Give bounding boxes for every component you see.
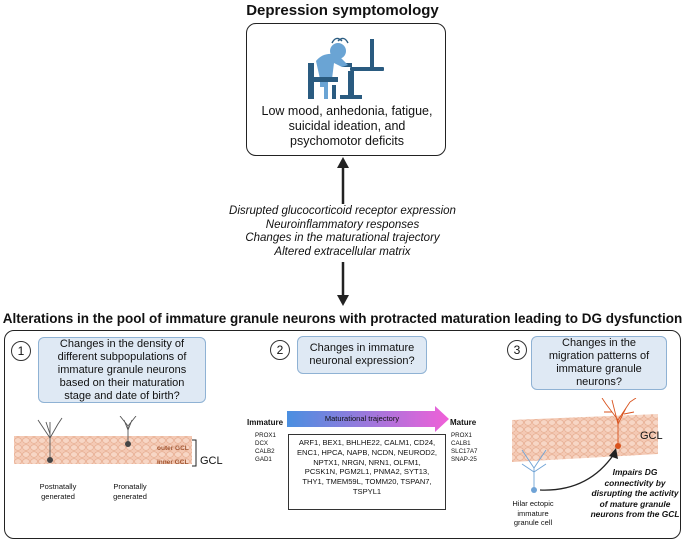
mature-label: Mature: [450, 418, 477, 427]
mature-granule-neuron: [601, 398, 637, 446]
top-title: Depression symptomology: [246, 2, 439, 19]
gene-line: THY1, TMEM59L, TOMM20, TSPAN7,: [302, 477, 432, 487]
marker: PROX1: [451, 432, 472, 439]
gcl-band-illustration: [14, 416, 197, 467]
inner-gcl-label: inner GCL: [157, 459, 189, 466]
panel1-question-text: Changes in the density of different subp…: [57, 337, 187, 402]
gene-line: ARF1, BEX1, BHLHE22, CALM1, CD24,: [298, 438, 436, 447]
marker: SNAP-25: [451, 456, 477, 463]
immature-neuron-soma: [531, 487, 537, 493]
gene-line: TSPYL1: [352, 486, 382, 496]
symptoms-box: [246, 23, 446, 156]
hilar-ectopic-neuron: [521, 449, 547, 490]
prenatal-neuron-soma: [125, 441, 131, 447]
immature-label: Immature: [247, 418, 284, 427]
marker: CALB1: [451, 440, 471, 447]
factors-list: Disrupted glucocorticoid receptor expres…: [150, 205, 535, 259]
panel-number: 2: [270, 340, 290, 360]
immature-markers: PROX1 DCX CALB2 GAD1: [255, 432, 276, 464]
gene-line: ENC1, HPCA, NAPB, NCDN, NEUROD2,: [296, 447, 438, 457]
panel-number: 1: [11, 341, 31, 361]
section-title: Alterations in the pool of immature gran…: [2, 311, 683, 326]
mature-neuron-soma: [615, 443, 621, 449]
depressed-person-at-desk-icon: [308, 37, 384, 99]
marker: CALB2: [255, 448, 275, 455]
marker: PROX1: [255, 432, 276, 439]
impact-text: Impairs DG connectivity by disrupting th…: [590, 467, 680, 520]
panel3-question: Changes in the migration patterns of imm…: [531, 336, 667, 390]
marker: GAD1: [255, 456, 272, 463]
gene-line: NPTX1, NRGN, NRN1, OLFM1,: [313, 457, 421, 467]
factor-item: Altered extracellular matrix: [274, 245, 411, 258]
gcl-label-3: GCL: [640, 430, 663, 442]
gene-line: PCSK1N, PGM2L1, PNMA2, SYT13,: [304, 467, 430, 477]
panel2-question: Changes in immature neuronal expression?: [297, 336, 427, 374]
postnatal-neuron: [37, 417, 63, 460]
trajectory-label: Maturational trajectory: [324, 414, 400, 423]
outer-gcl-label: outer GCL: [157, 445, 189, 452]
gene-list-box: ARF1, BEX1, BHLHE22, CALM1, CD24, ENC1, …: [288, 434, 446, 510]
postnatal-label: Postnatally generated: [39, 482, 77, 501]
postnatal-neuron-soma: [47, 457, 53, 463]
marker: DCX: [255, 440, 269, 447]
panel-number: 3: [507, 340, 527, 360]
marker: SLC17A7: [451, 448, 478, 455]
up-arrow: [337, 157, 349, 204]
hilar-label: Hilar ectopic immature granule cell: [512, 499, 554, 527]
maturation-trajectory-arrow: [287, 406, 449, 432]
panel3-question-text: Changes in the migration patterns of imm…: [548, 337, 650, 388]
factor-item: Changes in the maturational trajectory: [245, 232, 440, 244]
section-box: [4, 330, 681, 539]
factor-item: Neuroinflammatory responses: [265, 218, 420, 231]
gcl-label: GCL: [200, 455, 223, 467]
prenatal-label: Pronatally generated: [113, 482, 147, 501]
migration-illustration: [512, 398, 658, 493]
panel1-question: Changes in the density of different subp…: [38, 337, 206, 403]
symptoms-text: Low mood, anhedonia, fatigue, suicidal i…: [261, 104, 433, 148]
panel2-question-text: Changes in immature neuronal expression?: [309, 342, 415, 367]
factor-item: Disrupted glucocorticoid receptor expres…: [229, 205, 456, 217]
down-arrow: [337, 262, 349, 306]
mature-markers: PROX1 CALB1 SLC17A7 SNAP-25: [451, 432, 478, 464]
